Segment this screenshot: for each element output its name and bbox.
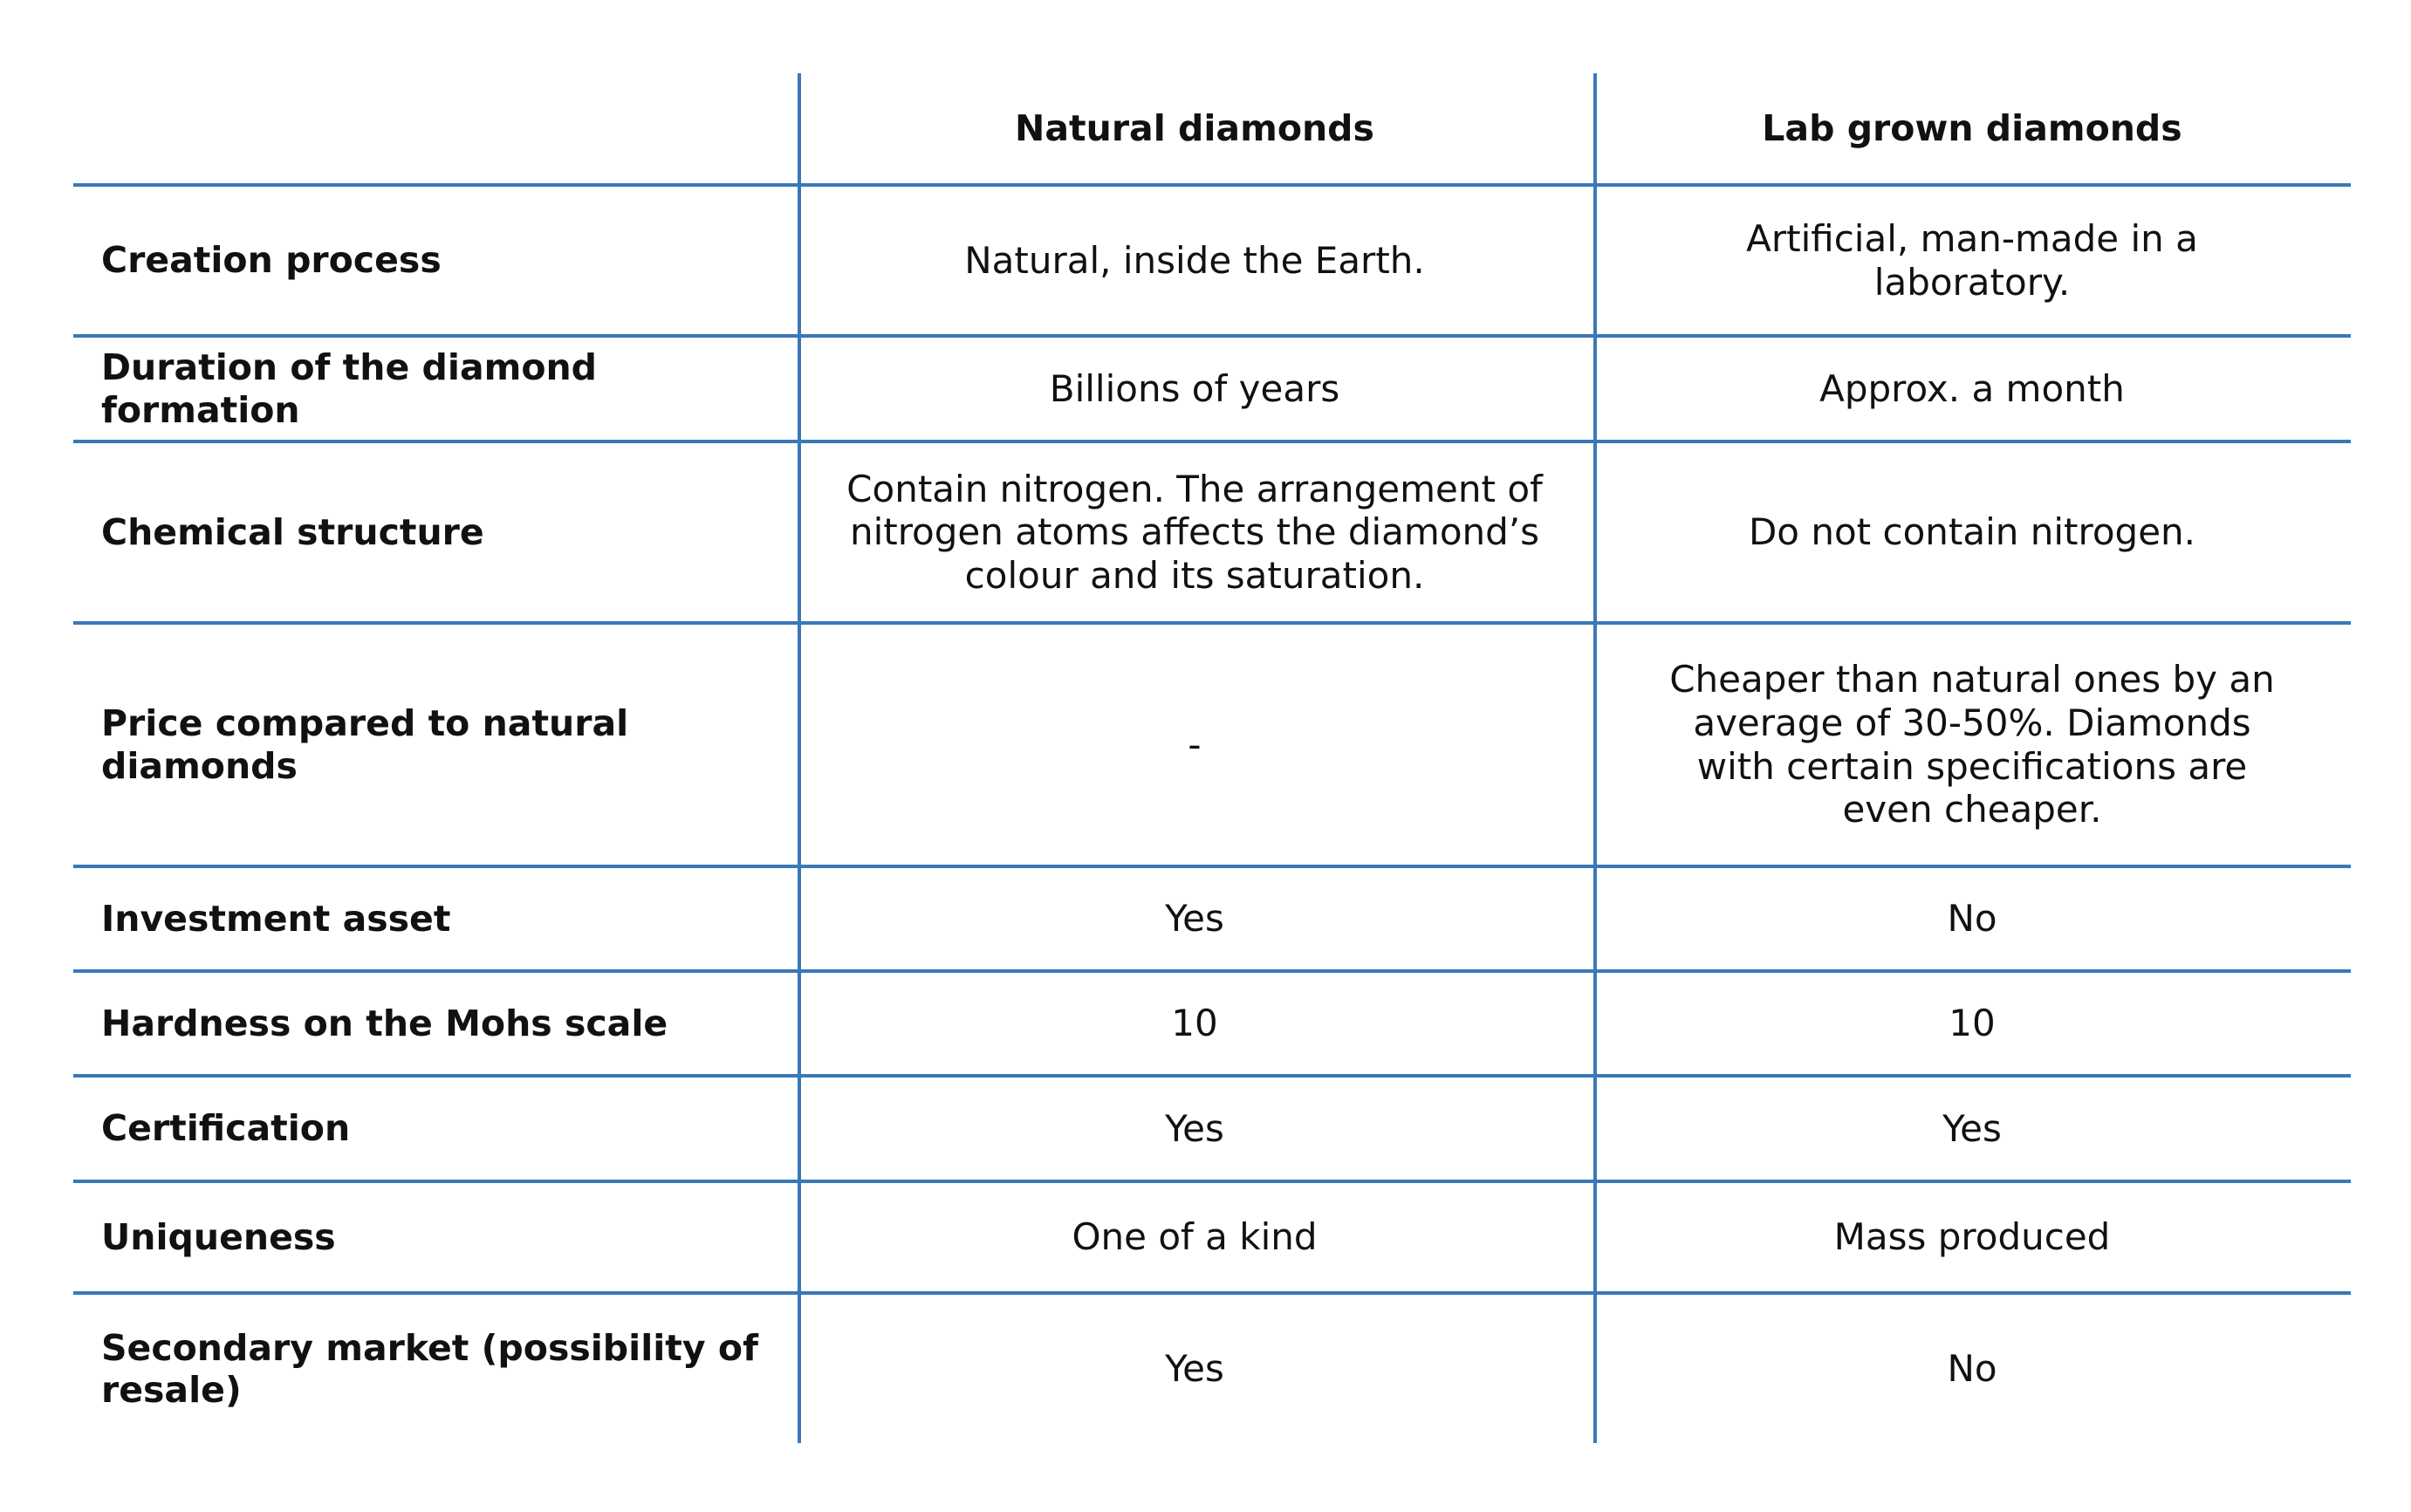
row-label-uniqueness: Uniqueness (101, 1215, 336, 1258)
cell-lab-creation-process: Artificial, man-made in a laboratory. (1746, 216, 2198, 304)
cell-lab-investment-asset: No (1947, 897, 1997, 941)
row-divider (73, 440, 2351, 443)
cell-lab-hardness: 10 (1949, 1002, 1996, 1045)
row-label-price: Price compared to natural diamonds (101, 702, 629, 787)
row-label-certification: Certification (101, 1107, 351, 1150)
header-lab-grown-diamonds: Lab grown diamonds (1762, 106, 2182, 149)
cell-natural-investment-asset: Yes (1165, 897, 1224, 941)
row-label-hardness: Hardness on the Mohs scale (101, 1002, 668, 1044)
row-divider (73, 1291, 2351, 1295)
cell-lab-duration: Approx. a month (1819, 366, 2125, 410)
cell-natural-price: - (1188, 722, 1202, 766)
cell-lab-secondary-market: No (1947, 1347, 1997, 1391)
column-divider-2 (1593, 73, 1597, 1443)
row-label-chemical-structure: Chemical structure (101, 510, 484, 553)
cell-lab-chemical-structure: Do not contain nitrogen. (1748, 510, 2196, 554)
row-divider (73, 1074, 2351, 1078)
cell-natural-secondary-market: Yes (1165, 1347, 1224, 1391)
header-empty-cell (101, 73, 799, 183)
cell-natural-chemical-structure: Contain nitrogen. The arrangement of nit… (846, 467, 1543, 597)
row-label-secondary-market: Secondary market (possibility of resale) (101, 1326, 758, 1411)
row-label-investment-asset: Investment asset (101, 897, 451, 940)
row-divider (73, 183, 2351, 187)
row-divider (73, 621, 2351, 625)
cell-natural-uniqueness: One of a kind (1072, 1215, 1318, 1259)
row-divider (73, 1180, 2351, 1183)
cell-natural-creation-process: Natural, inside the Earth. (964, 238, 1425, 282)
row-label-duration: Duration of the diamond formation (101, 346, 598, 431)
cell-natural-duration: Billions of years (1049, 366, 1340, 410)
header-natural-diamonds: Natural diamonds (1015, 106, 1374, 149)
row-divider (73, 969, 2351, 973)
comparison-table: Natural diamonds Lab grown diamonds Crea… (73, 73, 2351, 1443)
cell-natural-certification: Yes (1165, 1106, 1224, 1150)
cell-lab-price: Cheaper than natural ones by an average … (1669, 658, 2275, 831)
cell-lab-uniqueness: Mass produced (1833, 1215, 2111, 1259)
row-divider (73, 334, 2351, 338)
column-divider-1 (798, 73, 801, 1443)
row-divider (73, 865, 2351, 868)
row-label-creation-process: Creation process (101, 239, 442, 282)
cell-natural-hardness: 10 (1171, 1002, 1218, 1045)
cell-lab-certification: Yes (1942, 1106, 2002, 1150)
